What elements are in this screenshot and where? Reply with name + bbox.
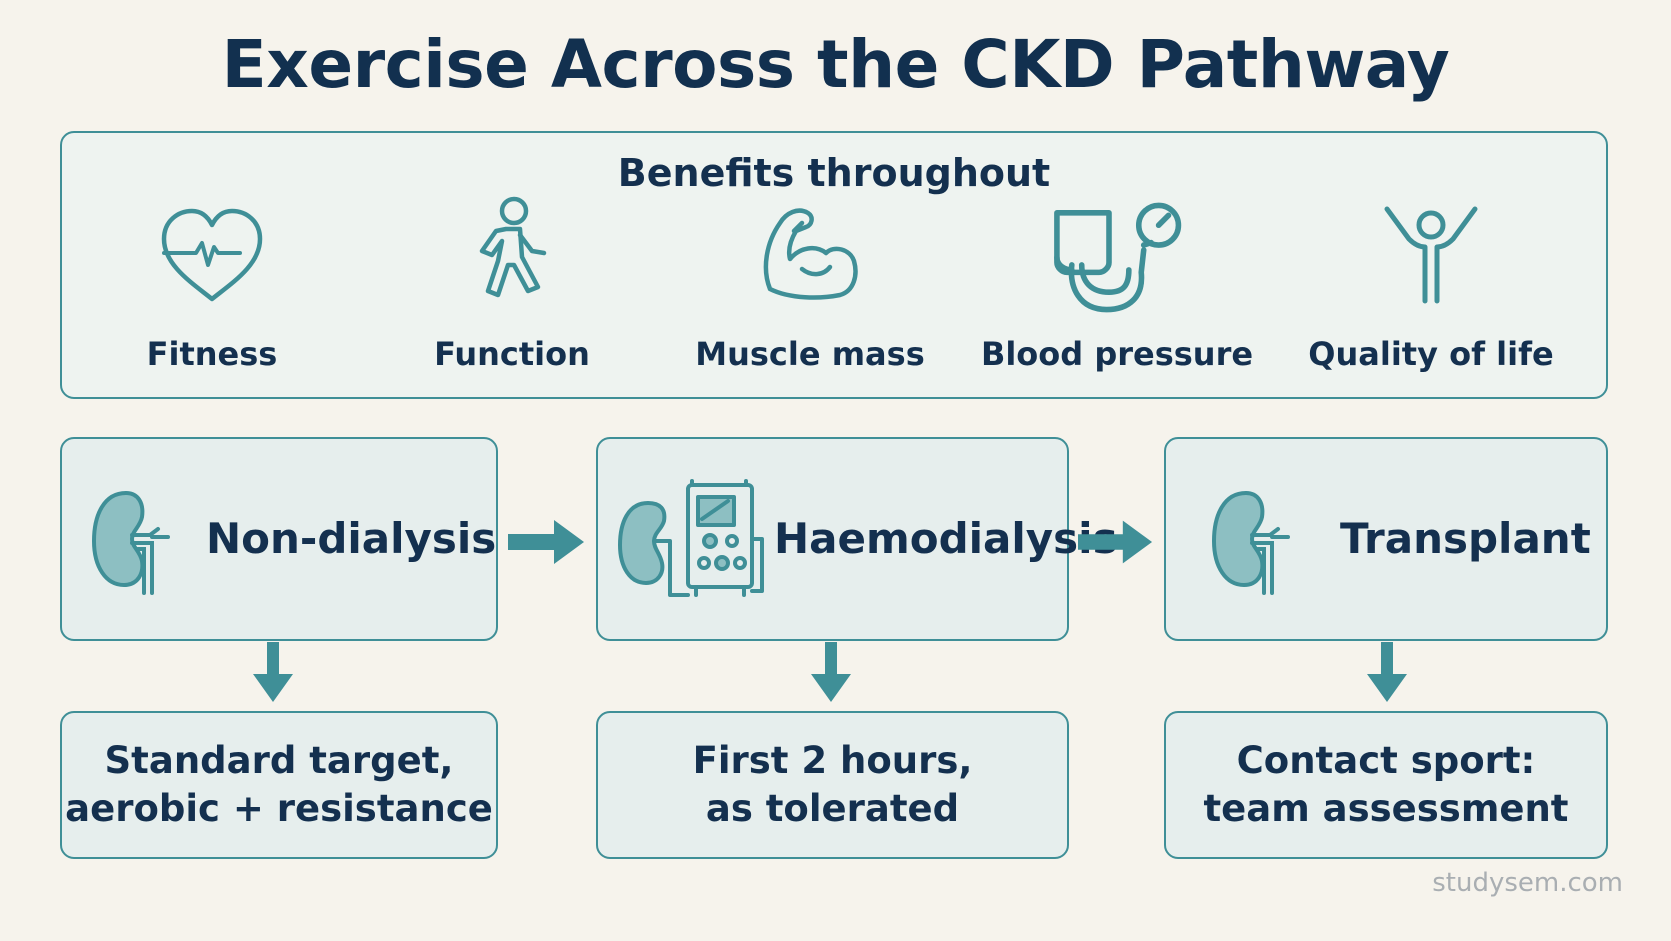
arrow-down-icon <box>253 642 293 702</box>
benefit-blood-pressure: Blood pressure <box>967 133 1267 401</box>
benefits-panel: Benefits throughout Fitness Function Mus… <box>60 131 1608 399</box>
blood-pressure-cuff-icon <box>1054 202 1182 313</box>
raised-arms-person-icon <box>1384 206 1478 304</box>
benefit-label: Muscle mass <box>695 335 925 373</box>
arrow-right-icon <box>1078 520 1153 564</box>
kidney-icon <box>1211 490 1290 595</box>
walking-person-icon <box>479 196 547 298</box>
note-transplant: Contact sport: team assessment <box>1164 711 1608 859</box>
note-line: Standard target, <box>104 739 454 782</box>
flexed-arm-icon <box>763 208 858 300</box>
page-title: Exercise Across the CKD Pathway <box>221 26 1450 103</box>
benefit-label: Quality of life <box>1308 335 1554 373</box>
note-line: Contact sport: <box>1236 739 1536 782</box>
note-haemodialysis: First 2 hours, as tolerated <box>596 711 1069 859</box>
arrow-right-icon <box>508 520 584 564</box>
watermark: studysem.com <box>1432 868 1623 898</box>
arrow-down-icon <box>811 642 851 702</box>
note-line: as tolerated <box>705 787 960 830</box>
note-line: team assessment <box>1203 787 1569 830</box>
benefit-muscle-mass: Muscle mass <box>660 133 960 401</box>
benefit-quality-of-life: Quality of life <box>1281 133 1581 401</box>
benefit-label: Function <box>434 335 590 373</box>
stage-name: Transplant <box>1340 514 1591 563</box>
note-non-dialysis: Standard target, aerobic + resistance <box>60 711 498 859</box>
benefit-fitness: Fitness <box>62 133 362 401</box>
arrow-down-icon <box>1367 642 1407 702</box>
benefit-function: Function <box>362 133 662 401</box>
benefit-label: Blood pressure <box>980 335 1254 373</box>
stage-transplant: Transplant <box>1164 437 1608 641</box>
stage-haemodialysis: Haemodialysis <box>596 437 1118 641</box>
kidney-dialysis-machine-icon <box>617 479 764 597</box>
note-line: First 2 hours, <box>692 739 973 782</box>
heart-pulse-icon <box>161 208 263 302</box>
benefit-label: Fitness <box>146 335 278 373</box>
stage-name: Non-dialysis <box>206 514 497 563</box>
note-line: aerobic + resistance <box>65 787 493 830</box>
kidney-icon <box>91 490 170 595</box>
stage-non-dialysis: Non-dialysis <box>60 437 498 641</box>
stage-name: Haemodialysis <box>774 514 1118 563</box>
benefits-heading: Benefits throughout <box>617 151 1051 195</box>
